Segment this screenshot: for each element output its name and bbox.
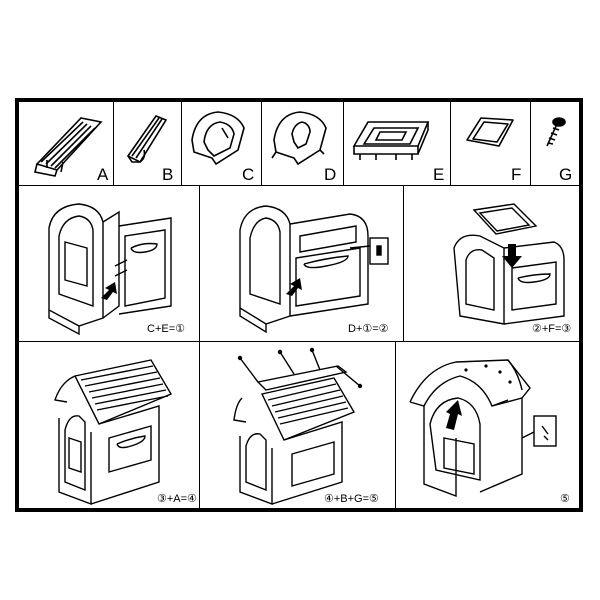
part-d: D <box>262 102 344 185</box>
step-caption: D+①=② <box>348 323 389 335</box>
part-letter: A <box>97 165 109 184</box>
grid-divider <box>199 185 200 341</box>
grid-divider <box>395 341 396 508</box>
window-panel-icon <box>466 117 514 147</box>
part-b: B <box>114 102 182 185</box>
step-3: ②+F=③ <box>404 186 579 341</box>
step-6-illustration <box>409 359 557 498</box>
part-letter: G <box>559 165 573 184</box>
part-letter: B <box>162 165 174 184</box>
grid-divider <box>19 341 579 342</box>
back-wall-icon <box>271 111 327 166</box>
step-3-illustration <box>453 203 565 325</box>
part-g: G <box>531 102 579 185</box>
step-caption: ⑤ <box>560 493 570 505</box>
step-4-illustration <box>54 359 173 506</box>
step-caption: ②+F=③ <box>532 323 572 335</box>
parts-list: A B C <box>19 102 579 186</box>
part-letter: C <box>242 165 255 184</box>
roof-panel-icon <box>34 117 103 177</box>
part-f: F <box>451 102 531 185</box>
step-caption: ③+A=④ <box>157 493 197 505</box>
part-c: C <box>182 102 262 185</box>
part-e: E <box>344 102 451 185</box>
step-6: ⑤ <box>396 342 579 508</box>
screw-icon <box>546 117 566 147</box>
step-5-illustration <box>233 347 363 506</box>
part-letter: E <box>433 165 445 184</box>
step-2-illustration <box>239 205 389 334</box>
front-wall-icon <box>191 111 245 166</box>
step-1-illustration <box>48 203 172 336</box>
part-letter: F <box>511 165 522 184</box>
step-caption: C+E=① <box>147 323 185 335</box>
step-5: ④+B+G=⑤ <box>200 342 395 508</box>
grid-divider <box>199 341 200 508</box>
step-2: D+①=② <box>200 186 403 341</box>
part-letter: D <box>324 165 337 184</box>
instruction-sheet: A B C <box>15 98 583 512</box>
part-a: A <box>19 102 114 185</box>
step-4: ③+A=④ <box>19 342 199 508</box>
grid-divider <box>403 185 404 341</box>
side-frame-icon <box>352 121 430 160</box>
roof-ridge-icon <box>126 115 168 164</box>
step-caption: ④+B+G=⑤ <box>324 493 379 505</box>
step-1: C+E=① <box>19 186 199 341</box>
